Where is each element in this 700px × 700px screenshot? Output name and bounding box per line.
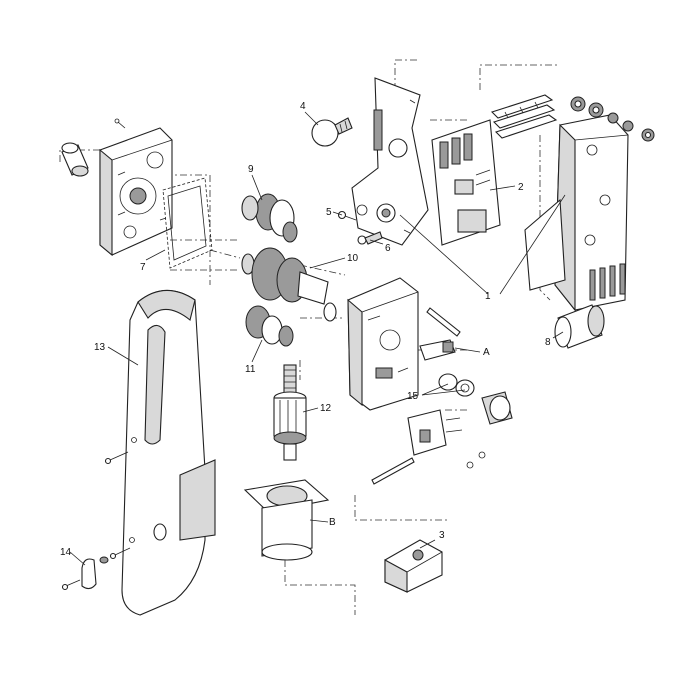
callout-A: A (483, 347, 490, 358)
rod-A (426, 307, 461, 337)
clip-14 (61, 556, 109, 591)
callout-3: 3 (439, 530, 445, 541)
shaft-gear-10 (241, 247, 337, 322)
circuit-board-2 (431, 119, 501, 246)
connector-A (419, 339, 456, 361)
assembly-lines (59, 59, 560, 615)
motor-frame-1 (524, 114, 629, 312)
callout-14: 14 (60, 547, 72, 558)
switch-box-3 (384, 539, 443, 593)
callout-9: 9 (248, 164, 254, 175)
terminal-strips (490, 94, 558, 139)
screw-6 (357, 231, 383, 245)
callout-labels: 1 2 3 4 5 6 7 8 9 10 11 12 13 14 15 A B (60, 101, 551, 558)
callout-1: 1 (485, 291, 491, 302)
callout-2: 2 (518, 182, 524, 193)
callout-4: 4 (300, 101, 306, 112)
gear-11 (245, 305, 294, 347)
callout-10: 10 (347, 253, 359, 264)
callout-5: 5 (326, 207, 332, 218)
bearing-15 (438, 373, 513, 425)
leader-lines (69, 111, 566, 566)
callout-8: 8 (545, 337, 551, 348)
bushing-sleeve (61, 142, 89, 177)
motor-armature-12 (273, 364, 307, 461)
chassis-plate-1 (351, 77, 429, 246)
screw-5 (337, 210, 357, 221)
gearbox-housing-7 (99, 118, 173, 257)
callout-12: 12 (320, 403, 332, 414)
callout-6: 6 (385, 243, 391, 254)
callout-11: 11 (245, 364, 256, 375)
callout-B: B (329, 517, 336, 528)
callout-13: 13 (94, 342, 106, 353)
washer-set (570, 96, 655, 142)
gearbox-housing-center (347, 277, 419, 411)
gear-9 (241, 193, 298, 243)
gasket-7 (162, 177, 213, 269)
handle-cover-13 (104, 289, 216, 616)
callout-7: 7 (140, 262, 146, 273)
cylinder-8 (554, 304, 605, 349)
lamp-bulb-4 (311, 117, 353, 147)
switch-assembly (371, 409, 486, 485)
motor-housing-B (243, 479, 330, 561)
callout-15: 15 (407, 391, 419, 402)
